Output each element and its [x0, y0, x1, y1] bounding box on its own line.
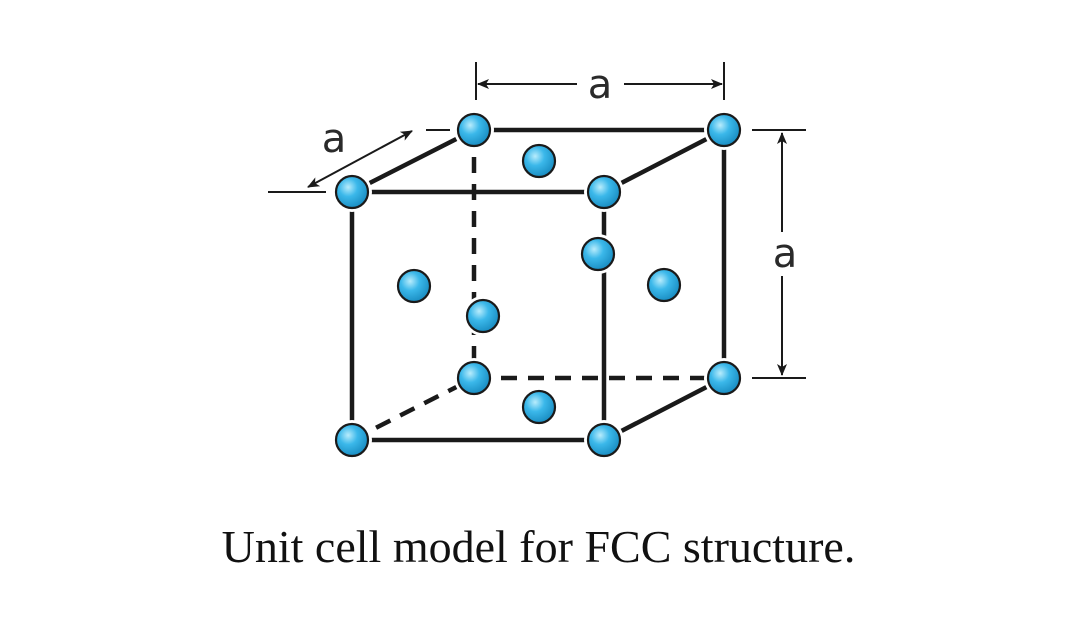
top-left-depth-edge	[349, 127, 477, 195]
dimension-depth: a	[268, 116, 450, 193]
atom-corner-back-bottom-left	[454, 358, 494, 398]
atom-face-bottom	[519, 387, 559, 427]
atom-corner-front-bottom-right	[584, 420, 624, 460]
height-label: a	[773, 231, 798, 277]
bottom-right-depth-edge	[601, 375, 727, 443]
top-right-depth-edge	[601, 127, 727, 195]
atoms	[332, 110, 744, 460]
visible-edges	[349, 127, 727, 443]
atom-corner-back-top-right	[704, 110, 744, 150]
atom-corner-back-top-left	[454, 110, 494, 150]
atom-corner-front-top-left	[332, 172, 372, 212]
back-left-depth-edge	[350, 375, 476, 443]
dimension-top-width: a	[475, 62, 725, 108]
depth-arrow	[307, 130, 413, 188]
depth-label: a	[322, 116, 347, 162]
atom-face-top	[519, 141, 559, 181]
top-width-label: a	[588, 62, 613, 108]
atom-corner-back-bottom-right	[704, 358, 744, 398]
atom-corner-front-bottom-left	[332, 420, 372, 460]
atom-face-left	[463, 296, 503, 336]
hidden-edges	[350, 130, 724, 443]
atom-face-front	[394, 266, 434, 306]
dimension-height: a	[752, 129, 806, 379]
atom-face-back	[578, 234, 618, 274]
atom-face-right	[644, 265, 684, 305]
figure-caption: Unit cell model for FCC structure.	[221, 521, 856, 572]
atom-corner-front-top-right	[584, 172, 624, 212]
